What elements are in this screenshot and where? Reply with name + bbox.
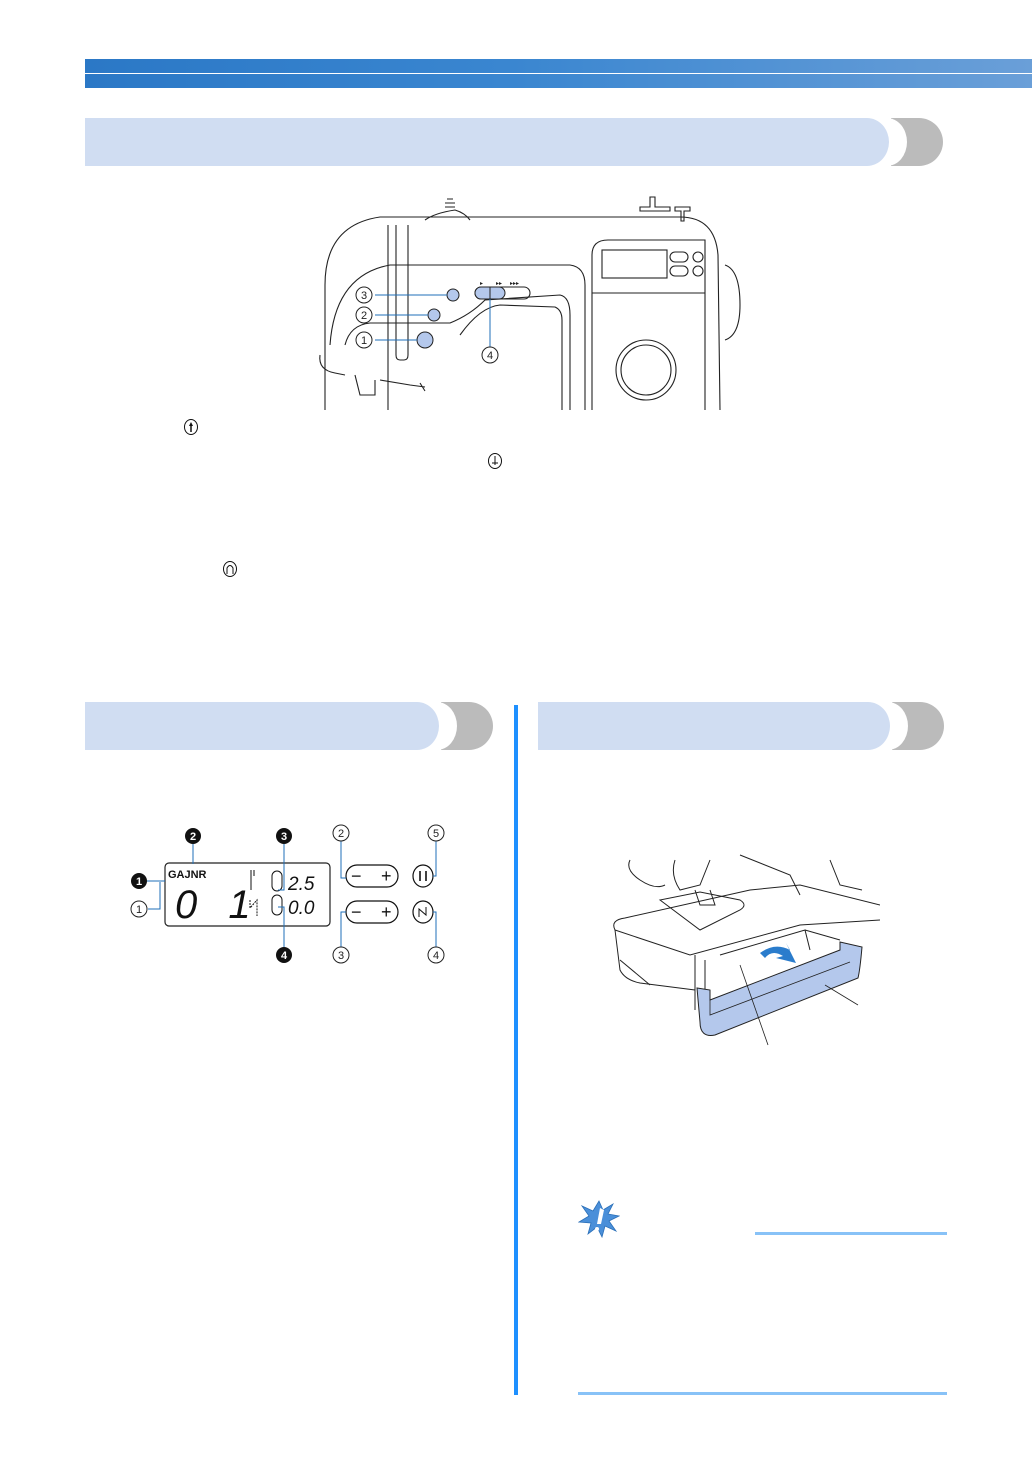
needle-position-icon <box>488 453 502 469</box>
lcd-pattern-number: 0 1 <box>175 883 261 927</box>
reverse-stitch-icon <box>223 561 237 577</box>
page-header-band <box>85 59 1032 88</box>
callout-2: 2 <box>338 828 344 840</box>
callout-filled-1: 1 <box>136 876 142 888</box>
speed-label-fast: ▸▸▸ <box>510 281 519 287</box>
column-divider <box>514 705 518 1395</box>
section-header-bar <box>85 702 439 750</box>
lcd-mode-letters: GAJNR <box>168 869 207 881</box>
reverse-stitch-button <box>427 308 441 322</box>
start-stop-icon <box>184 419 198 435</box>
section-header-bar <box>85 118 889 166</box>
plus-label: + <box>381 902 392 922</box>
callout-filled-3: 3 <box>281 831 287 843</box>
stitch-length-icon <box>271 894 283 916</box>
stitch-width-adjust-button <box>345 864 399 888</box>
needle-position-button <box>446 288 460 302</box>
lcd-screen <box>164 862 331 927</box>
callout-4: 4 <box>433 950 439 962</box>
twin-needle-button <box>412 864 434 888</box>
callout-1: 1 <box>136 904 142 916</box>
callout-3: 3 <box>361 290 367 302</box>
flat-bed-attachment-figure <box>613 854 880 1046</box>
callout-3: 3 <box>338 950 344 962</box>
section-header-flat-bed-attachment <box>538 702 944 750</box>
speed-label-medium: ▸▸ <box>496 281 502 287</box>
section-header-operation-panel <box>85 702 493 750</box>
callout-5: 5 <box>433 828 439 840</box>
section-header-bar <box>538 702 890 750</box>
callout-2: 2 <box>361 310 367 322</box>
sewing-machine-figure: ▸ ▸▸ ▸▸▸ 3 2 1 4 <box>319 196 741 410</box>
lcd-panel-figure: GAJNR 0 1 2.5 0.0 − + − + 1 2 <box>130 824 445 964</box>
callout-filled-4: 4 <box>281 950 288 962</box>
note-rule-bottom <box>578 1392 947 1395</box>
note-icon <box>578 1200 620 1238</box>
section-header-operation-buttons <box>85 118 943 166</box>
plus-label: + <box>381 866 392 886</box>
pull-direction-arrow <box>760 943 796 963</box>
lcd-stitch-length: 0.0 <box>288 898 315 919</box>
speed-label-slow: ▸ <box>480 281 483 287</box>
stitch-width-icon <box>271 870 283 892</box>
minus-label: − <box>351 866 362 886</box>
callout-filled-2: 2 <box>190 831 196 843</box>
header-band-stripe <box>85 73 1032 74</box>
callout-1: 1 <box>361 335 367 347</box>
start-stop-button <box>416 331 434 349</box>
note-rule-top <box>755 1232 947 1235</box>
lcd-stitch-width: 2.5 <box>287 874 315 895</box>
minus-label: − <box>351 902 362 922</box>
callout-4: 4 <box>487 350 493 362</box>
